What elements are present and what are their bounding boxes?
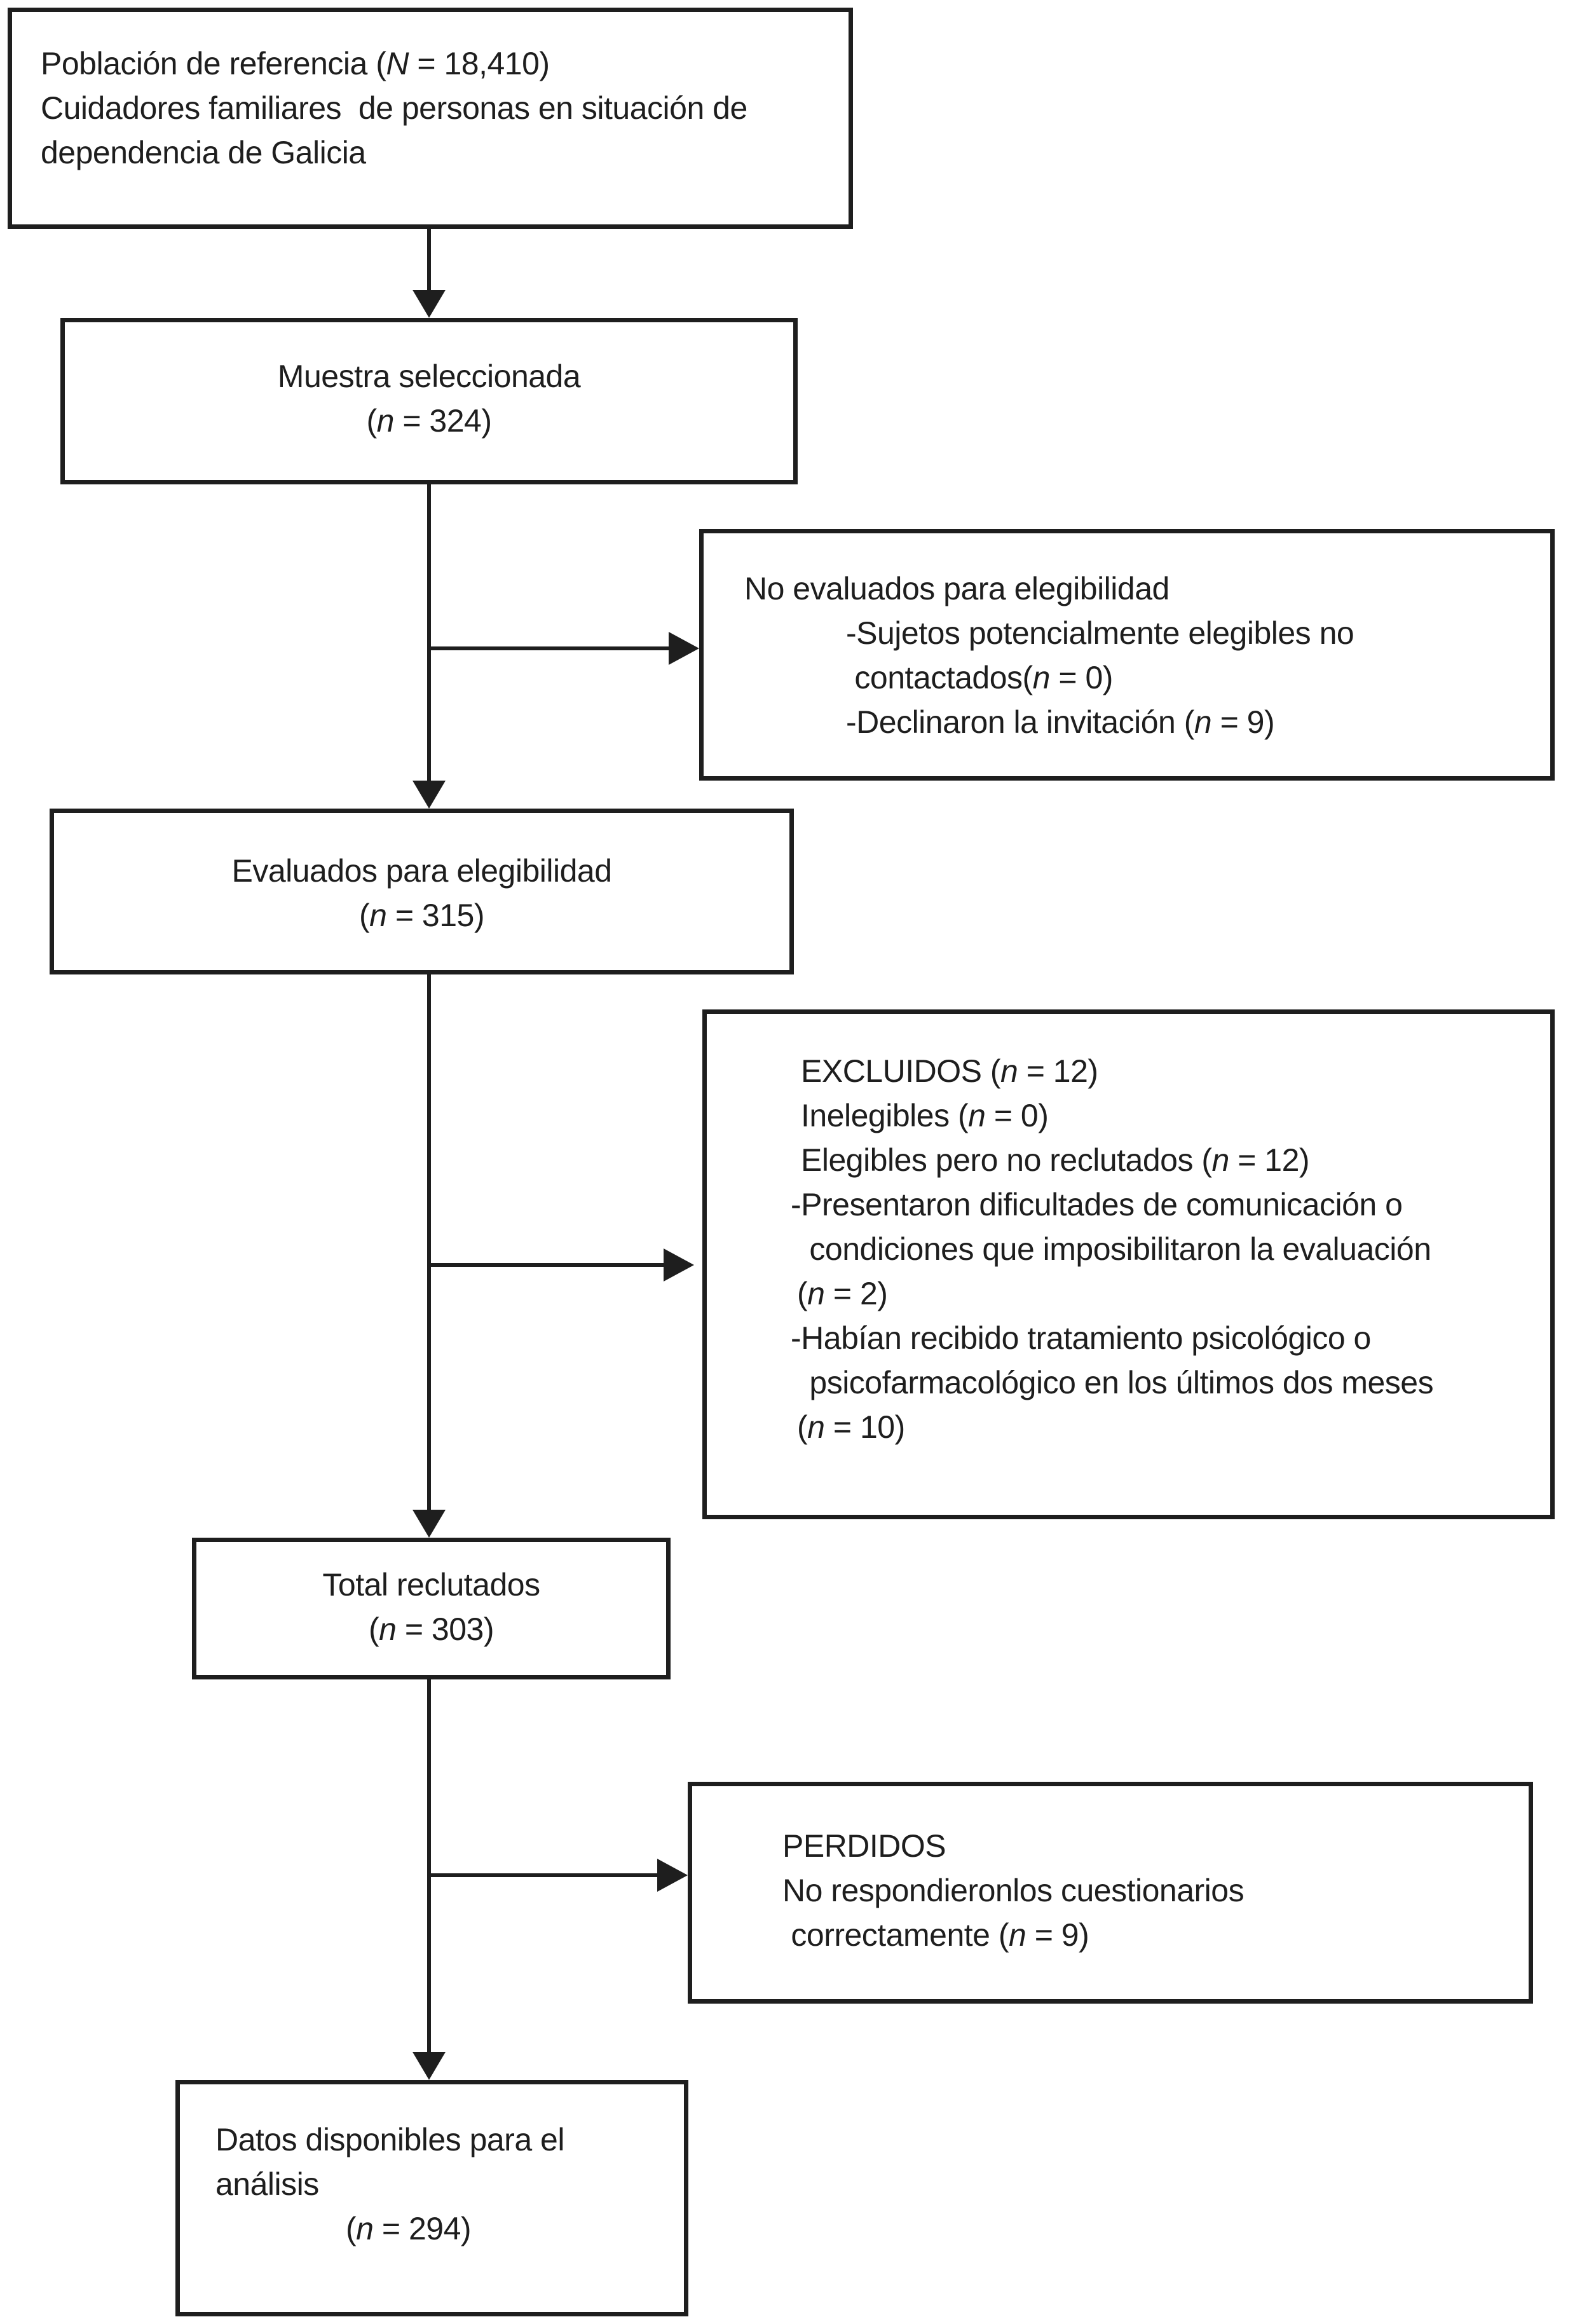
box-text-line: Total reclutados (322, 1567, 540, 1603)
box-text-line: (n = 294) (346, 2211, 472, 2246)
flow-line-branch-excluidos (429, 1263, 664, 1267)
flow-line-branch-perdidos (429, 1873, 657, 1877)
box-text-line: Datos disponibles para el (215, 2122, 564, 2157)
box-text-line: (n = 303) (368, 1611, 494, 1647)
box-evaluados-elegibilidad: Evaluados para elegibilidad (n = 315) (50, 809, 794, 974)
box-text-line: contactados(n = 0) (846, 660, 1113, 695)
box-text-line: -Presentaron dificultades de comunicació… (791, 1187, 1403, 1222)
flow-line-evaluados-to-total (427, 974, 431, 1510)
box-text-line: (n = 10) (797, 1409, 905, 1445)
arrowhead-down-total-icon (413, 1510, 446, 1538)
box-muestra-seleccionada: Muestra seleccionada (n = 324) (60, 318, 798, 484)
flow-line-poblacion-to-muestra (427, 229, 431, 291)
box-perdidos: PERDIDOS No respondieronlos cuestionarios… (688, 1782, 1533, 2004)
box-text-line: -Habían recibido tratamiento psicológico… (791, 1320, 1371, 1356)
box-text-line: No respondieronlos cuestionarios (782, 1873, 1245, 1908)
arrowhead-down-evaluados-icon (413, 781, 446, 809)
arrowhead-right-excluidos-icon (664, 1248, 694, 1282)
box-text-line: Elegibles pero no reclutados (n = 12) (801, 1142, 1310, 1178)
box-text-line: -Sujetos potencialmente elegibles no (846, 615, 1354, 651)
arrowhead-right-perdidos-icon (657, 1859, 688, 1892)
arrowhead-right-no-evaluados-icon (669, 632, 699, 665)
box-no-evaluados-elegibilidad: No evaluados para elegibilidad -Sujetos p… (699, 529, 1555, 781)
box-text-line: PERDIDOS (782, 1828, 946, 1864)
box-excluidos: EXCLUIDOS (n = 12) Inelegibles (n = 0) Ele… (702, 1009, 1555, 1519)
box-text-line: Inelegibles (n = 0) (801, 1098, 1049, 1133)
box-text-line: -Declinaron la invitación (n = 9) (846, 704, 1275, 740)
box-text-line: Muestra seleccionada (277, 359, 581, 394)
flow-line-total-to-datos (427, 1679, 431, 2052)
flow-line-branch-no-evaluados (429, 646, 669, 650)
box-text-line: No evaluados para elegibilidad (744, 571, 1170, 606)
box-text-line: psicofarmacológico en los últimos dos me… (801, 1365, 1434, 1400)
arrowhead-down-muestra-icon (413, 290, 446, 318)
box-text-line: (n = 2) (797, 1276, 888, 1311)
arrowhead-down-datos-icon (413, 2052, 446, 2080)
flow-line-muestra-to-evaluados (427, 484, 431, 781)
box-text-line: dependencia de Galicia (41, 135, 366, 170)
box-text-line: correctamente (n = 9) (782, 1917, 1089, 1953)
box-text-line: condiciones que imposibilitaron la evalu… (801, 1231, 1431, 1267)
box-text-line: (n = 315) (358, 898, 485, 933)
box-text-line: EXCLUIDOS (n = 12) (801, 1053, 1098, 1089)
box-text-line: Cuidadores familiares de personas en sit… (41, 90, 747, 126)
box-total-reclutados: Total reclutados (n = 303) (192, 1538, 671, 1679)
box-text-line: análisis (215, 2166, 319, 2202)
box-text-line: Población de referencia (N = 18,410) (41, 46, 550, 81)
box-poblacion-referencia: Población de referencia (N = 18,410) Cuid… (8, 8, 853, 229)
box-datos-disponibles-analisis: Datos disponibles para el análisis (n = 29… (175, 2080, 688, 2316)
box-text-line: Evaluados para elegibilidad (231, 853, 612, 889)
box-text-line: (n = 324) (366, 403, 492, 439)
